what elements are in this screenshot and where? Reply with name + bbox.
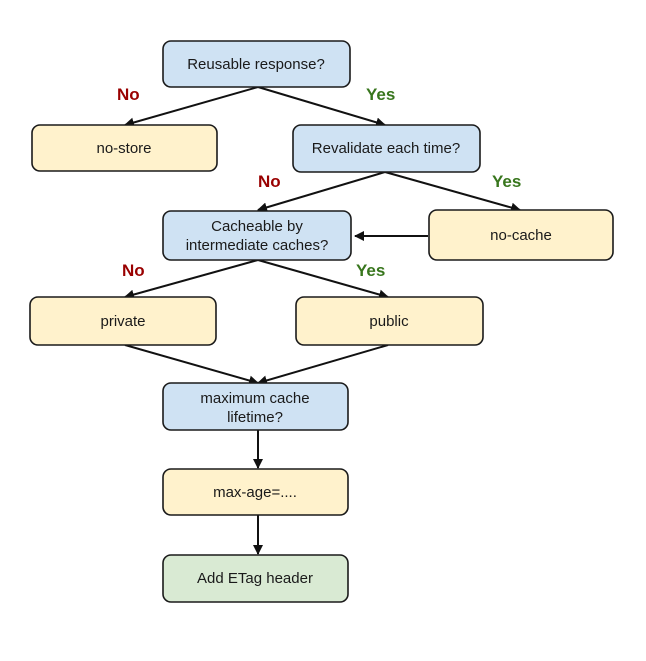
edge-cacheable-to-private <box>124 259 259 300</box>
node-revalidate-each-time-label: Revalidate each time? <box>312 140 460 157</box>
edge-labels: No Yes No Yes No Yes <box>117 85 521 280</box>
edge-revalidate-to-cacheable <box>257 171 386 213</box>
edges <box>124 86 521 555</box>
node-cacheable-intermediate-line2: intermediate caches? <box>186 237 329 254</box>
node-private-label: private <box>100 313 145 330</box>
node-max-cache-lifetime-line1: maximum cache <box>200 390 309 407</box>
node-reusable-response-label: Reusable response? <box>187 56 325 73</box>
label-reusable-no: No <box>117 85 140 104</box>
label-revalidate-no: No <box>258 172 281 191</box>
node-max-cache-lifetime-line2: lifetime? <box>227 409 283 426</box>
edge-private-to-maxlifetime <box>124 344 259 386</box>
edge-public-to-maxlifetime <box>257 344 389 386</box>
label-cacheable-no: No <box>122 261 145 280</box>
edge-reusable-to-revalidate <box>257 86 386 128</box>
label-reusable-yes: Yes <box>366 85 395 104</box>
node-no-store: no-store <box>31 124 218 172</box>
node-add-etag-label: Add ETag header <box>197 570 313 587</box>
label-revalidate-yes: Yes <box>492 172 521 191</box>
edge-revalidate-to-nocache <box>384 171 521 213</box>
node-cacheable-intermediate-line1: Cacheable by <box>211 218 303 235</box>
node-private: private <box>29 296 217 346</box>
label-cacheable-yes: Yes <box>356 261 385 280</box>
node-revalidate-each-time: Revalidate each time? <box>292 124 481 173</box>
edge-reusable-to-nostore <box>124 86 259 128</box>
node-public-label: public <box>369 313 409 330</box>
node-reusable-response: Reusable response? <box>162 40 351 88</box>
node-max-cache-lifetime: maximum cache lifetime? <box>162 382 349 431</box>
node-max-age-label: max-age=.... <box>213 484 297 501</box>
node-no-store-label: no-store <box>96 140 151 157</box>
node-max-age: max-age=.... <box>162 468 349 516</box>
node-cacheable-intermediate: Cacheable by intermediate caches? <box>162 210 352 261</box>
node-no-cache-label: no-cache <box>490 227 552 244</box>
node-add-etag: Add ETag header <box>162 554 349 603</box>
node-public: public <box>295 296 484 346</box>
node-no-cache: no-cache <box>428 209 614 261</box>
edge-cacheable-to-public <box>257 259 389 300</box>
